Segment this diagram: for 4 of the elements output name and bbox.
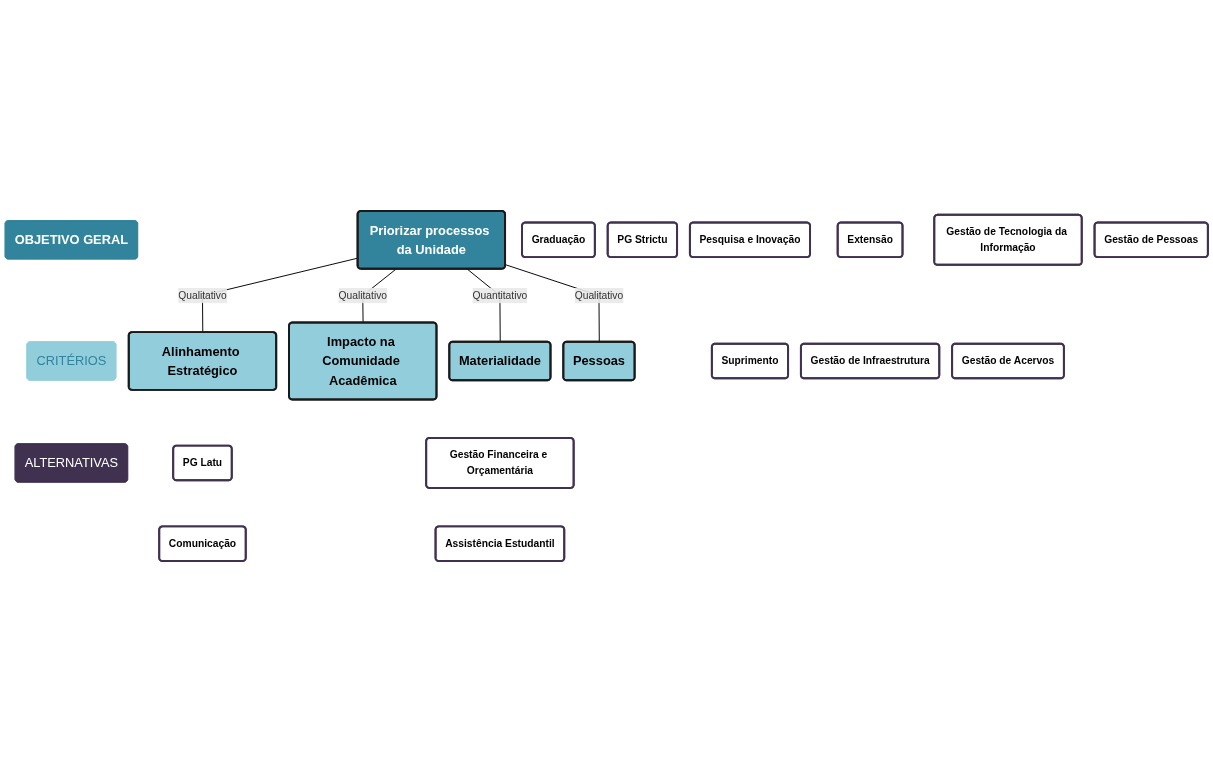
edge-label: Qualitativo	[178, 289, 227, 301]
edge-label: Qualitativo	[338, 289, 387, 301]
edge-label: Qualitativo	[574, 289, 624, 301]
edge-label: Quantitativo	[472, 289, 528, 301]
